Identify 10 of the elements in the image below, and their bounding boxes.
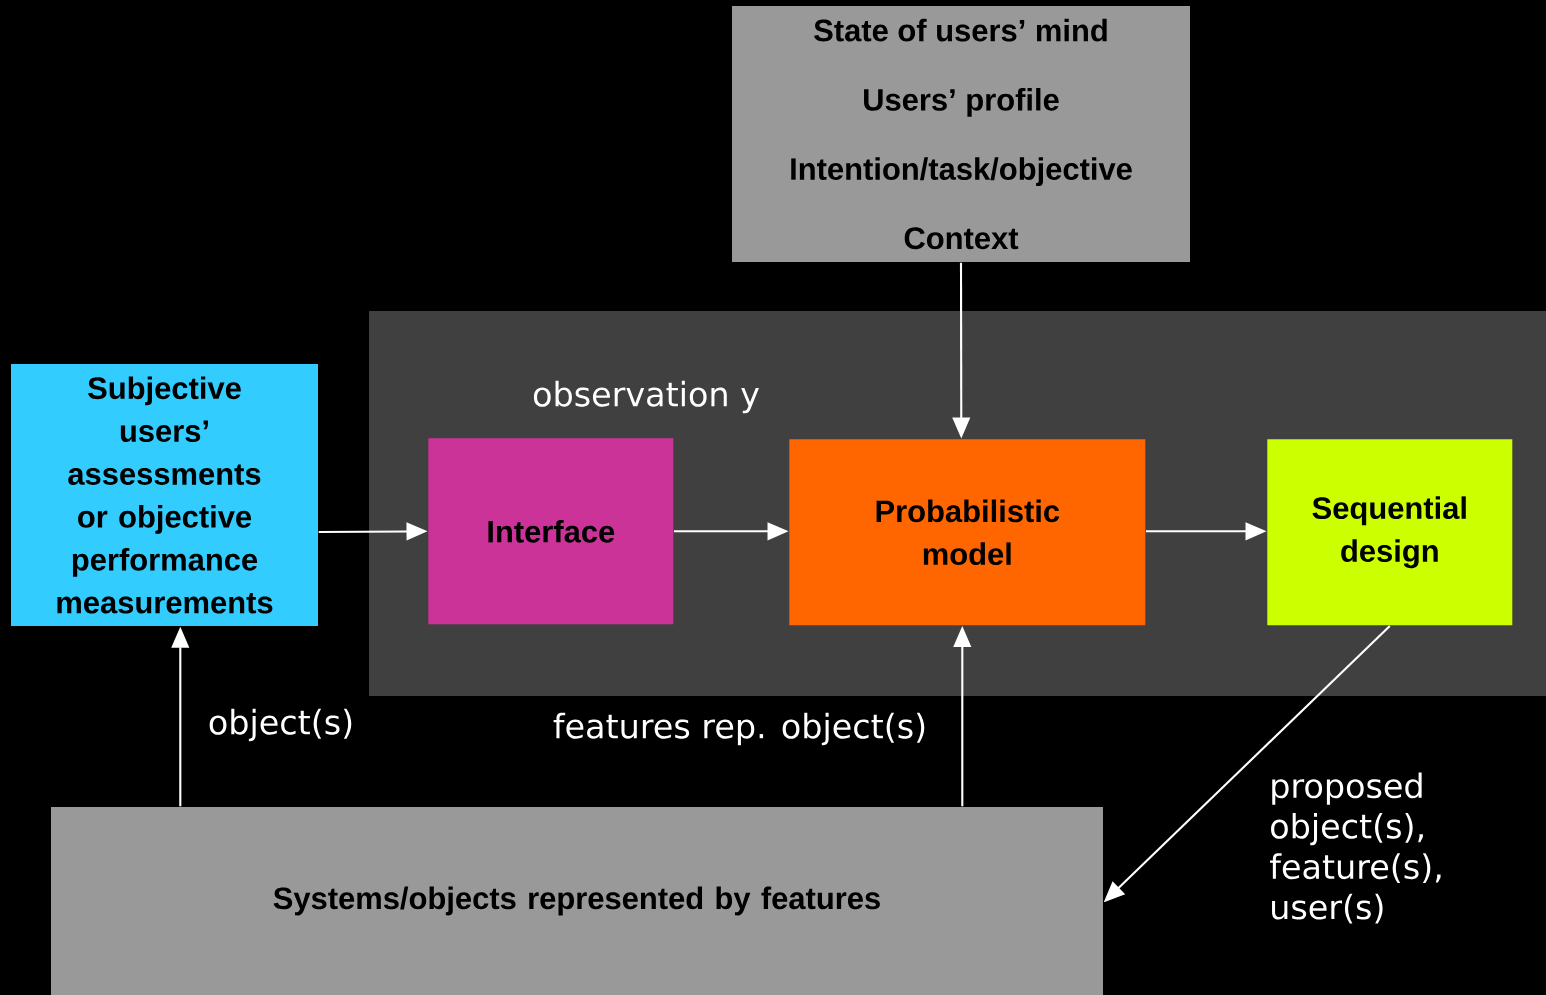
process-box: Interface: [428, 438, 674, 625]
annotation-label: observation y: [533, 380, 759, 414]
edge-label: features rep. object(s): [549, 709, 931, 749]
assessment-box: Subjective users’ assessments or objective performance measurements: [11, 364, 318, 626]
systems-box: Systems/objects represented by features: [51, 807, 1103, 995]
process-box: Sequential design: [1267, 439, 1513, 626]
context-box: State of users’ mind Users’ profile Intention/task/objective Context: [732, 6, 1190, 262]
edge-label: proposed object(s), feature(s), user(s): [1265, 769, 1483, 928]
process-box: Probabilistic model: [789, 439, 1146, 626]
edge-label: object(s): [204, 705, 358, 745]
